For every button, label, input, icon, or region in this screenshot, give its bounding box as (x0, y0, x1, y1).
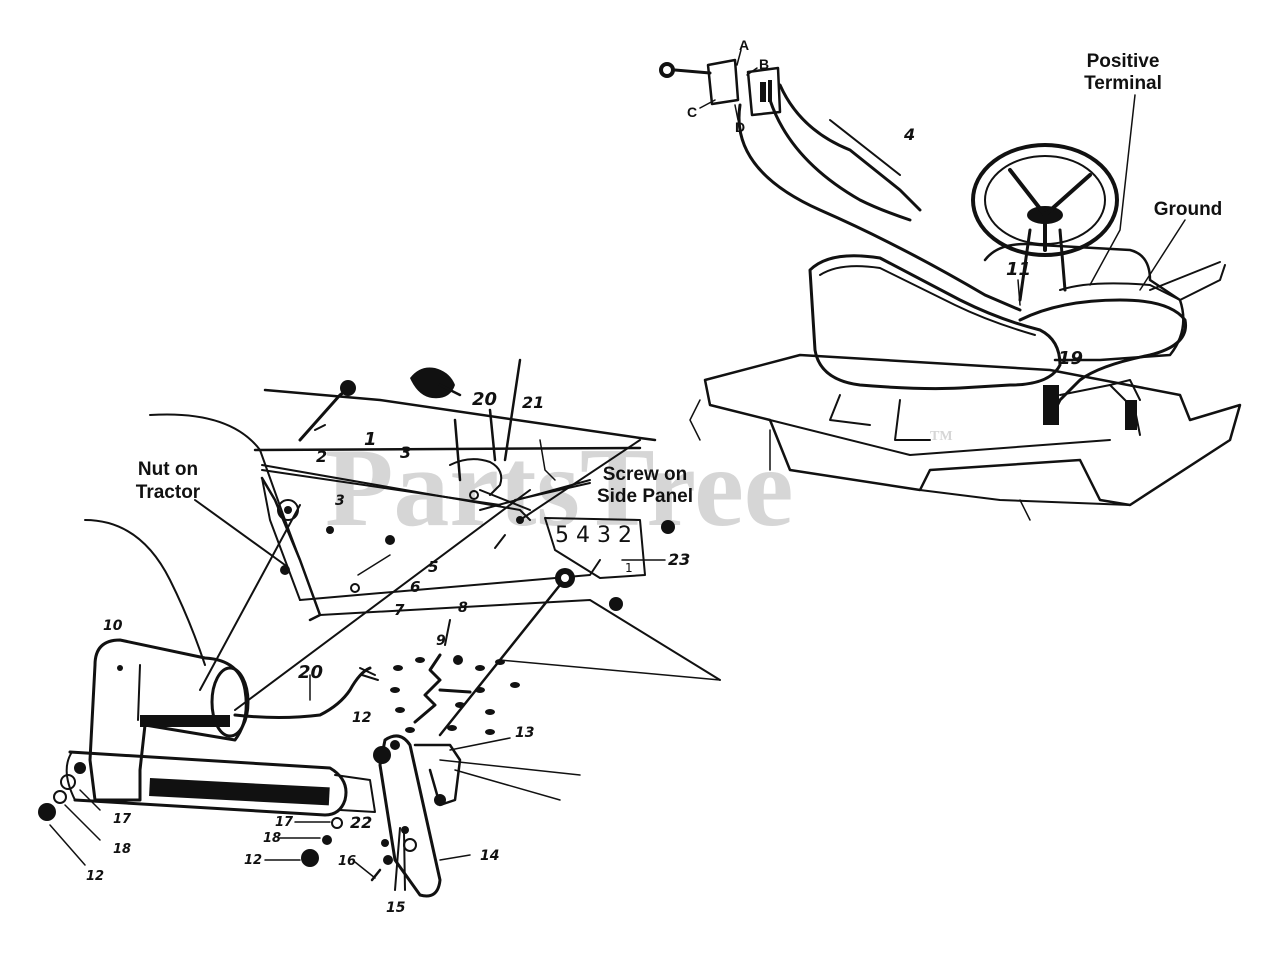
nut-on-tractor-label-line2: Tractor (136, 482, 201, 503)
ignition-switch (659, 58, 782, 117)
part-8-label: 8 (458, 600, 468, 616)
part-2-label: 2 (316, 447, 327, 466)
ground-label: Ground (1154, 199, 1223, 220)
part-1-label: 1 (364, 429, 377, 450)
screw-on-side-panel-label-line1: Screw on (603, 464, 687, 485)
part-3-label: 3 (400, 443, 411, 462)
part-3b-label: 3 (335, 493, 345, 509)
part-12-label-upper: 12 (352, 710, 371, 726)
part-6-label: 6 (410, 578, 420, 596)
deck-holes (390, 657, 520, 735)
part-9-label: 9 (436, 633, 446, 649)
part-10-label: 10 (103, 618, 123, 634)
tractor-illustration (659, 49, 1242, 521)
part-5-label: 5 (428, 558, 438, 576)
positive-terminal-label-line1: Positive (1087, 51, 1160, 72)
part-22-label: 22 (350, 813, 372, 832)
part-12-label-lower: 12 (244, 853, 262, 868)
part-20-label-lower: 20 (298, 662, 323, 683)
screw-on-side-panel-label-line2: Side Panel (597, 486, 693, 507)
part-14-label: 14 (480, 848, 499, 864)
part-12-label-left: 12 (86, 869, 104, 884)
gear-plate-number-1: 1 (625, 561, 633, 575)
part-21-label: 21 (522, 393, 544, 412)
watermark-tm: TM (930, 429, 953, 444)
part-11-label: 11 (1006, 259, 1031, 280)
part-15-label: 15 (386, 900, 406, 916)
connector-a-label: A (739, 37, 749, 53)
actuator-tube (65, 750, 376, 817)
part-7-label: 7 (394, 601, 405, 619)
part-17-label-lower: 17 (275, 815, 294, 830)
positive-terminal-label-line2: Terminal (1084, 73, 1162, 94)
part-number-labels: 1 2 3 3 5 6 7 8 9 10 12 13 14 15 16 17 1… (86, 389, 690, 916)
part-13-label: 13 (515, 725, 534, 741)
part-18-label-lower: 18 (263, 831, 281, 846)
part-18-label-left: 18 (113, 842, 131, 857)
part-17-label-left: 17 (113, 812, 132, 827)
lift-motor (88, 638, 250, 802)
part-20-label-upper: 20 (472, 389, 497, 410)
connector-d-label: D (735, 119, 745, 135)
gear-plate-numbers: 5 4 3 2 (555, 523, 632, 548)
deck-assembly-illustration (38, 358, 721, 898)
part-4-label: 4 (903, 125, 915, 144)
part-16-label: 16 (338, 854, 356, 869)
part-23-label: 23 (668, 550, 690, 569)
connector-b-label: B (759, 56, 769, 72)
part-19-label: 19 (1058, 348, 1083, 369)
connector-c-label: C (687, 104, 697, 120)
nut-on-tractor-label-line1: Nut on (138, 459, 198, 480)
